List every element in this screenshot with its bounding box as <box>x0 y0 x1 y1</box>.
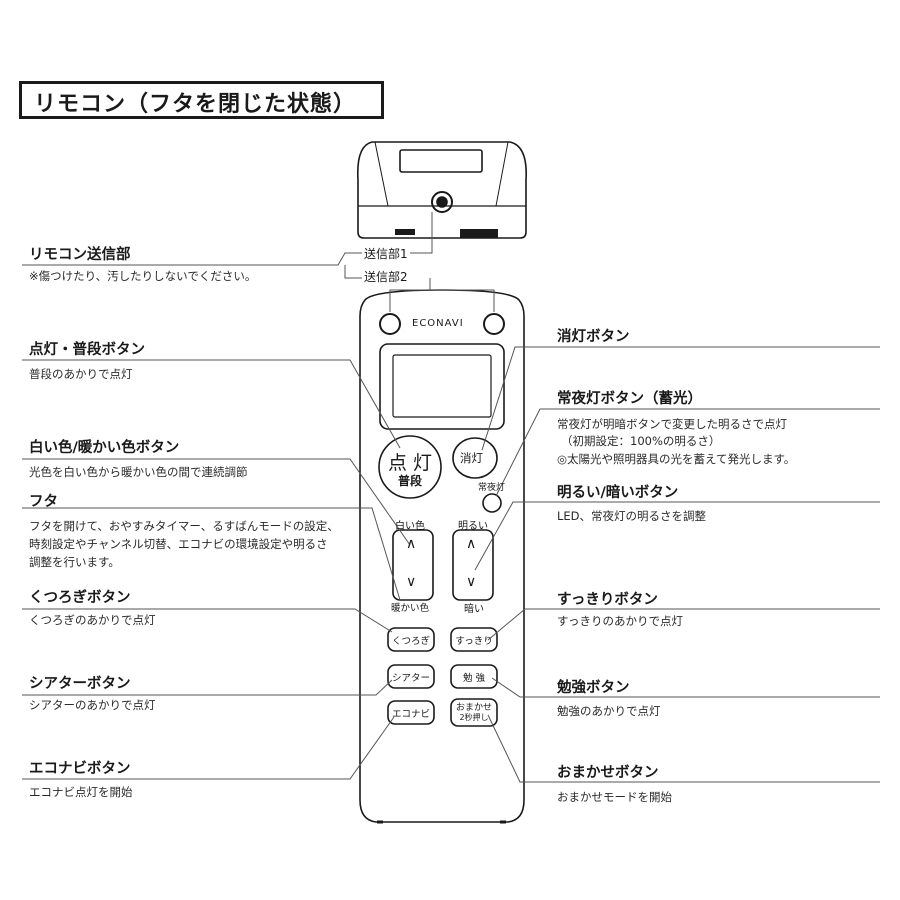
night-button-label: 常夜灯 <box>478 483 506 493</box>
brightness-down-button[interactable]: ∨ <box>466 574 477 590</box>
color-button-callout-desc: 光色を白い色から暖かい色の間で連続調節 <box>29 465 248 479</box>
relax-callout-desc: くつろぎのあかりで点灯 <box>29 613 156 627</box>
display-window <box>379 343 505 430</box>
relax-button[interactable]: くつろぎ <box>391 636 430 647</box>
omakase-button-sub: 2秒押し <box>459 713 489 722</box>
night-callout-title: 常夜灯ボタン（蓄光） <box>557 391 702 407</box>
econavi-callout-title: エコナビボタン <box>29 761 131 777</box>
color-rocker-shape <box>392 529 434 601</box>
brand-logo: ECONAVI <box>412 318 464 329</box>
lid-callout-desc-3: 調整を行います。 <box>29 555 120 569</box>
brightness-callout-desc: LED、常夜灯の明るさを調整 <box>557 509 707 523</box>
econavi-button[interactable]: エコナビ <box>391 709 430 720</box>
bright-label: 明るい <box>458 521 488 532</box>
night-callout-desc-3: ◎太陽光や照明器具の光を蓄えて発光します。 <box>557 452 796 466</box>
night-callout-desc-1: 常夜灯が明暗ボタンで変更した明るさで点灯 <box>557 417 787 431</box>
title-box <box>19 81 384 119</box>
top-view-window <box>399 149 483 173</box>
on-button-callout-title: 点灯・普段ボタン <box>29 342 145 358</box>
omakase-callout-desc: おまかせモードを開始 <box>557 790 672 804</box>
transmitter-callout-title: リモコン送信部 <box>29 247 131 263</box>
page-title: リモコン（フタを閉じた状態） <box>34 92 357 117</box>
clear-callout-desc: すっきりのあかりで点灯 <box>557 614 684 628</box>
omakase-button[interactable]: おまかせ <box>455 703 492 713</box>
lid-callout-desc-2: 時刻設定やチャンネル切替、エコナビの環境設定や明るさ <box>29 537 328 551</box>
transmitter-1-label: 送信部1 <box>362 245 410 262</box>
night-callout-desc-2: （初期設定：100%の明るさ） <box>561 434 721 448</box>
brightness-callout-title: 明るい/暗いボタン <box>557 485 679 501</box>
study-callout-title: 勉強ボタン <box>557 680 630 696</box>
warm-label: 暖かい色 <box>391 603 430 614</box>
transmitter-2-left-icon <box>379 313 401 335</box>
lid-callout-title: フタ <box>29 494 58 510</box>
study-callout-desc: 勉強のあかりで点灯 <box>557 704 661 718</box>
color-up-button[interactable]: ∧ <box>406 536 417 552</box>
off-callout-title: 消灯ボタン <box>557 329 630 345</box>
remote-top-view <box>356 141 527 239</box>
theater-button[interactable]: シアター <box>391 673 430 684</box>
brightness-up-button[interactable]: ∧ <box>466 536 477 552</box>
clear-callout-title: すっきりボタン <box>557 592 658 608</box>
dark-label: 暗い <box>464 604 484 615</box>
study-button[interactable]: 勉 強 <box>462 673 486 684</box>
transmitter-2-right-icon <box>483 313 505 335</box>
transmitter-1-icon <box>431 191 453 213</box>
clear-button[interactable]: すっきり <box>455 636 493 647</box>
on-button-callout-desc: 普段のあかりで点灯 <box>29 367 133 381</box>
color-down-button[interactable]: ∨ <box>406 574 417 590</box>
theater-callout-title: シアターボタン <box>29 676 131 692</box>
relax-callout-title: くつろぎボタン <box>29 590 131 606</box>
econavi-callout-desc: エコナビ点灯を開始 <box>29 785 133 799</box>
white-label: 白い色 <box>395 521 425 532</box>
transmitter-callout-desc: ※傷つけたり、汚したりしないでください。 <box>29 269 257 283</box>
remote-body <box>359 289 525 823</box>
off-button-shape <box>452 437 498 479</box>
on-button-shape <box>378 435 442 499</box>
omakase-callout-title: おまかせボタン <box>557 765 659 781</box>
color-button-callout-title: 白い色/暖かい色ボタン <box>29 440 180 456</box>
transmitter-2-label: 送信部2 <box>362 268 410 285</box>
lid-callout-desc-1: フタを開けて、おやすみタイマー、るすばんモードの設定、 <box>29 519 339 533</box>
on-button-sub-label: 普段 <box>398 474 423 488</box>
theater-callout-desc: シアターのあかりで点灯 <box>29 698 156 712</box>
brightness-rocker-shape <box>452 529 494 601</box>
night-button-shape <box>482 493 502 513</box>
on-button-label[interactable]: 点 灯 <box>388 452 433 474</box>
off-button-label[interactable]: 消灯 <box>460 451 483 465</box>
